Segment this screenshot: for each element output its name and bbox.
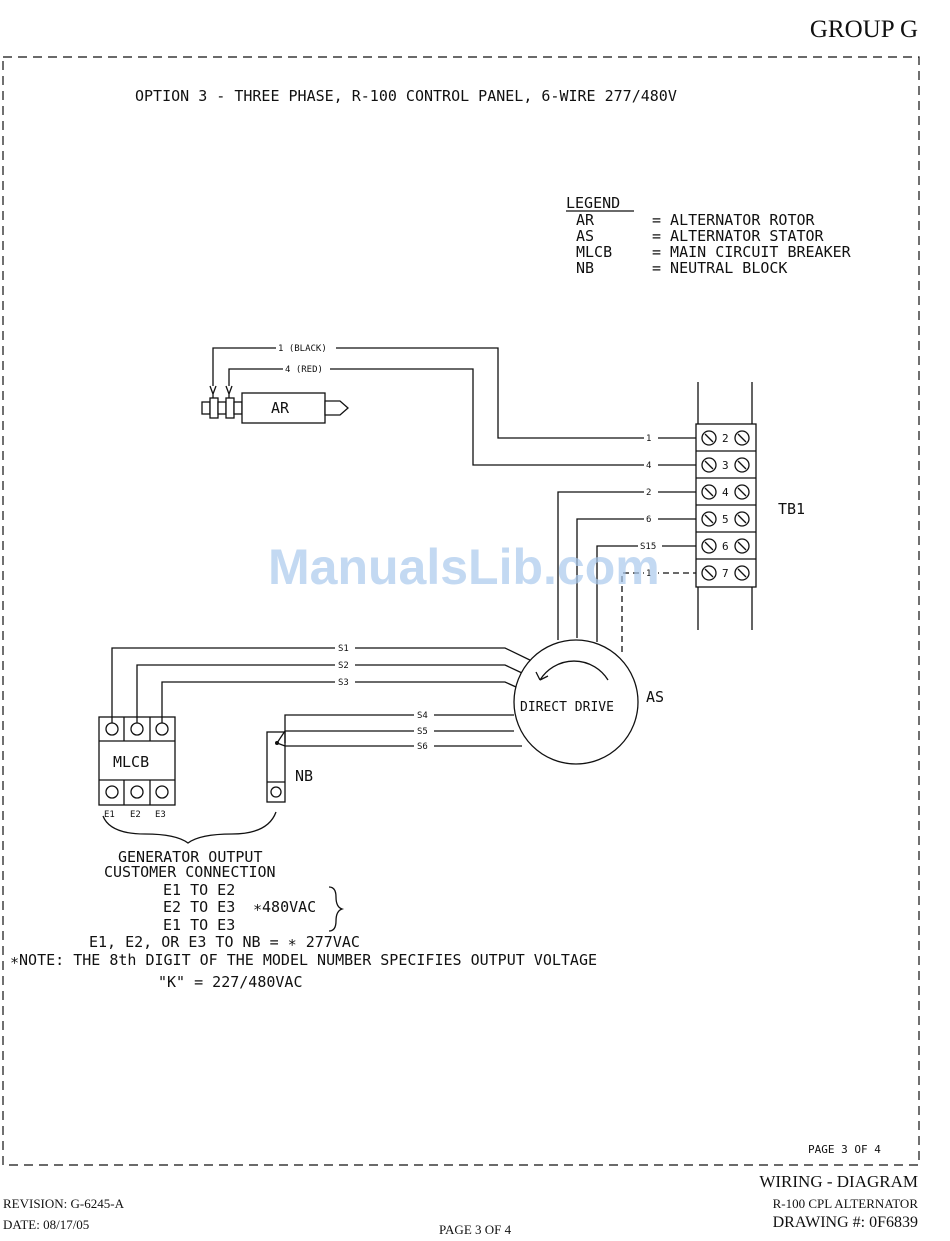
tb-wire-label-4: 4 [646,461,651,471]
legend-abbr-as: AS [576,227,594,245]
rotor-body [241,392,326,424]
output-heading-line2: CUSTOMER CONNECTION [104,863,276,881]
wire-s3 [161,681,517,723]
stator-label: AS [646,688,664,706]
wire-rotor-black [212,347,698,439]
mlcb-label: MLCB [113,753,149,771]
wire-s4 [284,714,514,743]
terminal-block [695,382,757,630]
legend-abbr-nb: NB [576,259,594,277]
wire-tb-s15 [596,545,698,642]
stator-center-label: DIRECT DRIVE [520,700,614,715]
output-pair-3: E1 TO E3 [163,916,235,934]
footer-subtitle: R-100 CPL ALTERNATOR [772,1196,918,1211]
voltage-brace [328,886,345,932]
legend-abbr-ar: AR [576,211,595,229]
terminal-row: 2 [701,430,750,446]
terminal-number: 6 [722,540,729,553]
tb-wire-label-6: 6 [646,515,651,525]
inner-page-number: PAGE 3 OF 4 [808,1143,881,1156]
terminal-row: 4 [701,484,750,500]
alternator-rotor: AR [201,385,349,424]
lead-label-s4: S4 [417,711,428,721]
group-label: GROUP G [809,16,918,43]
watermark: ManualsLib.com [268,539,660,595]
legend: LEGEND AR = ALTERNATOR ROTOR AS = ALTERN… [566,194,852,277]
output-pair-1: E1 TO E2 [163,881,235,899]
mlcb-output-e3: E3 [155,810,166,820]
model-number-note: ∗NOTE: THE 8th DIGIT OF THE MODEL NUMBER… [10,951,597,969]
wire-s2 [136,664,523,723]
lead-label-s5: S5 [417,727,428,737]
terminal-row: 6 [701,538,750,554]
wire-s5 [276,730,514,744]
terminal-row: 3 [701,457,750,473]
mlcb-output-e1: E1 [104,810,115,820]
alternator-stator: DIRECT DRIVE AS [513,639,664,765]
mlcb-output-e2: E2 [130,810,141,820]
legend-abbr-mlcb: MLCB [576,243,612,261]
terminal-row: 5 [701,511,750,527]
tb-wire-label-1: 1 [646,434,651,444]
wire-rotor-red [228,368,698,466]
tb-wire-label-s15: S15 [640,542,656,552]
neutral-block: NB [266,731,313,803]
main-circuit-breaker: MLCB E1 E2 E3 [98,716,176,820]
footer-title: WIRING - DIAGRAM [759,1172,918,1191]
tb-wire-label-2: 2 [646,488,651,498]
terminal-number: 7 [722,567,729,580]
terminal-block-label: TB1 [778,500,805,518]
terminal-number: 4 [722,486,729,499]
lead-label-s3: S3 [338,678,349,688]
legend-desc-mlcb: = MAIN CIRCUIT BREAKER [652,243,852,261]
page-number: PAGE 3 OF 4 [439,1222,512,1237]
output-pair-2: E2 TO E3 [163,898,235,916]
diagram-title: OPTION 3 - THREE PHASE, R-100 CONTROL PA… [135,87,677,105]
date: DATE: 08/17/05 [3,1217,90,1232]
lead-label-s6: S6 [417,742,428,752]
output-brace [102,811,277,844]
neutral-voltage-note: E1, E2, OR E3 TO NB = ∗ 277VAC [89,933,360,951]
output-heading-line1: GENERATOR OUTPUT [118,848,263,866]
legend-desc-as: = ALTERNATOR STATOR [652,227,825,245]
legend-desc-nb: = NEUTRAL BLOCK [652,259,787,277]
terminal-number: 3 [722,459,729,472]
neutral-block-label: NB [295,767,313,785]
terminal-number: 2 [722,432,729,445]
revision: REVISION: G-6245-A [3,1196,124,1211]
wire-s6 [276,742,522,747]
legend-desc-ar: = ALTERNATOR ROTOR [652,211,816,229]
wire-s1 [111,647,537,723]
tb-wire-label-1b: 1 [646,569,651,579]
drawing-number: DRAWING #: 0F6839 [772,1214,918,1231]
output-pair-voltage: ∗480VAC [253,898,316,916]
legend-heading: LEGEND [566,194,620,212]
terminal-row: 7 [701,565,750,581]
k-code-note: "K" = 227/480VAC [158,973,303,991]
lead-label-s1: S1 [338,644,349,654]
terminal-number: 5 [722,513,729,526]
wire-label-black: 1 (BLACK) [278,344,327,354]
lead-label-s2: S2 [338,661,349,671]
drawing-frame [2,56,920,1166]
wire-label-red: 4 (RED) [285,365,323,375]
rotor-label: AR [271,399,290,417]
